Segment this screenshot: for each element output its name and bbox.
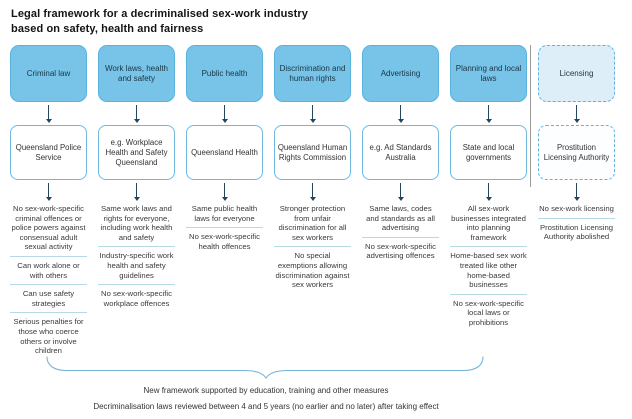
framework-column: Advertising e.g. Ad Standards Australia … (362, 45, 439, 356)
arrow-head (133, 196, 140, 201)
arrow-head (45, 196, 52, 201)
column-header-box: Advertising (362, 45, 439, 102)
footer-notes: New framework supported by education, tr… (21, 386, 511, 412)
column-items: Same public health laws for everyone No s… (186, 204, 263, 251)
outcome-item: Can work alone or with others (10, 255, 87, 280)
down-arrow-icon (10, 102, 87, 125)
arrow-stem (312, 182, 313, 197)
outcome-item: No special exemptions allowing discrimin… (274, 246, 351, 289)
down-arrow-icon (274, 102, 351, 125)
down-arrow-icon (186, 102, 263, 125)
framework-column: Discrimination and human rights Queensla… (274, 45, 351, 356)
arrow-head (397, 196, 404, 201)
framework-column: Criminal law Queensland Police Service N… (10, 45, 87, 356)
arrow-stem (576, 182, 577, 197)
outcome-item: Prostitution Licensing Authority abolish… (538, 217, 615, 242)
arrow-head (309, 196, 316, 201)
outcome-item: No sex-work-specific criminal offences o… (11, 204, 86, 252)
agency-box: Prostitution Licensing Authority (538, 125, 615, 180)
agency-box: e.g. Workplace Health and Safety Queensl… (98, 125, 175, 180)
column-header-box: Discrimination and human rights (274, 45, 351, 102)
arrow-head (133, 118, 140, 123)
arrow-head (45, 118, 52, 123)
down-arrow-icon (538, 102, 615, 125)
down-arrow-icon (10, 180, 87, 203)
down-arrow-icon (450, 180, 527, 203)
down-arrow-icon (98, 102, 175, 125)
framework-column: Planning and local laws State and local … (450, 45, 527, 356)
arrow-stem (400, 182, 401, 197)
framework-column: Work laws, health and safety e.g. Workpl… (98, 45, 175, 356)
arrow-stem (224, 104, 225, 119)
arrow-head (485, 196, 492, 201)
arrow-stem (576, 104, 577, 119)
outcome-item: No sex-work-specific advertising offence… (362, 236, 439, 261)
outcome-item: Serious penalties for those who coerce o… (10, 312, 87, 355)
framework-column: Licensing Prostitution Licensing Authori… (538, 45, 615, 356)
arrow-head (573, 118, 580, 123)
arrow-stem (400, 104, 401, 119)
column-items: All sex-work businesses integrated into … (450, 204, 527, 328)
column-items: Stronger protection from unfair discrimi… (274, 204, 351, 290)
outcome-item: No sex-work-specific workplace offences (98, 284, 175, 308)
column-header-box: Planning and local laws (450, 45, 527, 102)
column-items: Same work laws and rights for everyone, … (98, 204, 175, 308)
arrow-stem (224, 182, 225, 197)
outcome-item: Same laws, codes and standards as all ad… (366, 204, 435, 233)
down-arrow-icon (538, 180, 615, 203)
arrow-head (573, 196, 580, 201)
footer-line-1: New framework supported by education, tr… (143, 386, 389, 395)
outcome-item: Can use safety strategies (10, 284, 87, 308)
framework-column: Public health Queensland Health Same pub… (186, 45, 263, 356)
agency-box: State and local governments (450, 125, 527, 180)
arrow-stem (136, 104, 137, 119)
column-items: No sex-work-specific criminal offences o… (10, 204, 87, 356)
column-header-box: Public health (186, 45, 263, 102)
footer-line-2: Decriminalisation laws reviewed between … (93, 402, 439, 411)
column-items: Same laws, codes and standards as all ad… (362, 204, 439, 261)
down-arrow-icon (450, 102, 527, 125)
outcome-item: Home-based sex work treated like other h… (450, 246, 527, 289)
page-title: Legal framework for a decriminalised sex… (11, 8, 308, 35)
arrow-head (397, 118, 404, 123)
agency-box: e.g. Ad Standards Australia (362, 125, 439, 180)
down-arrow-icon (274, 180, 351, 203)
columns-container: Criminal law Queensland Police Service N… (10, 45, 622, 356)
agency-box: Queensland Human Rights Commission (274, 125, 351, 180)
column-header-box: Work laws, health and safety (98, 45, 175, 102)
outcome-item: No sex-work licensing (539, 204, 614, 213)
outcome-item: Stronger protection from unfair discrimi… (278, 204, 347, 242)
arrow-stem (312, 104, 313, 119)
down-arrow-icon (186, 180, 263, 203)
outcome-item: Industry-specific work health and safety… (98, 246, 175, 280)
outcome-item: No sex-work-specific local laws or prohi… (450, 293, 527, 328)
arrow-stem (488, 182, 489, 197)
agency-box: Queensland Health (186, 125, 263, 180)
arrow-stem (488, 104, 489, 119)
arrow-head (485, 118, 492, 123)
outcome-item: No sex-work-specific health offences (186, 227, 263, 251)
agency-box: Queensland Police Service (10, 125, 87, 180)
column-header-box: Licensing (538, 45, 615, 102)
arrow-head (221, 196, 228, 201)
curly-brace (46, 356, 484, 379)
arrow-head (309, 118, 316, 123)
outcome-item: All sex-work businesses integrated into … (451, 204, 526, 242)
down-arrow-icon (362, 180, 439, 203)
down-arrow-icon (98, 180, 175, 203)
licensing-section-divider (530, 45, 532, 187)
arrow-stem (48, 182, 49, 197)
outcome-item: Same work laws and rights for everyone, … (100, 204, 173, 242)
arrow-head (221, 118, 228, 123)
column-header-box: Criminal law (10, 45, 87, 102)
arrow-stem (48, 104, 49, 119)
arrow-stem (136, 182, 137, 197)
outcome-item: Same public health laws for everyone (191, 204, 258, 223)
down-arrow-icon (362, 102, 439, 125)
